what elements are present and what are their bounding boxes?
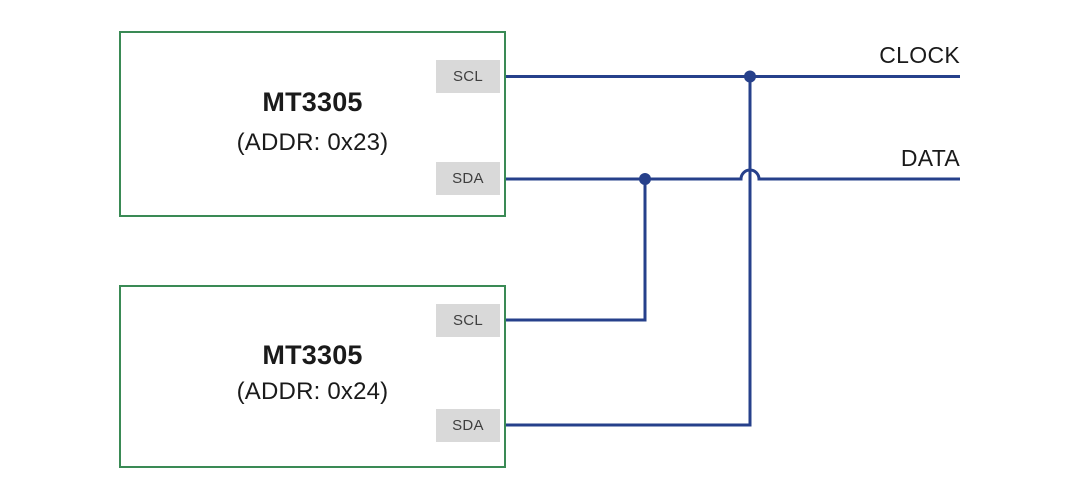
bus-label-clock: CLOCK [879,42,960,68]
pin-top-sda[interactable]: SDA [436,162,500,195]
device-bottom-subtitle: (ADDR: 0x24) [236,378,389,405]
device-bottom-title: MT3305 [262,340,363,370]
bus-label-data: DATA [900,145,960,171]
pin-top-scl[interactable]: SCL [436,60,500,93]
pin-bottom-sda[interactable]: SDA [436,409,500,442]
junction-dot-clock [744,70,756,83]
pin-bottom-scl[interactable]: SCL [436,304,500,337]
device-top-title: MT3305 [262,87,363,117]
wire-clock-riser [506,76,752,427]
junction-dot-data [639,173,651,185]
wire-data-riser [506,179,647,322]
device-top-subtitle: (ADDR: 0x23) [236,129,389,156]
